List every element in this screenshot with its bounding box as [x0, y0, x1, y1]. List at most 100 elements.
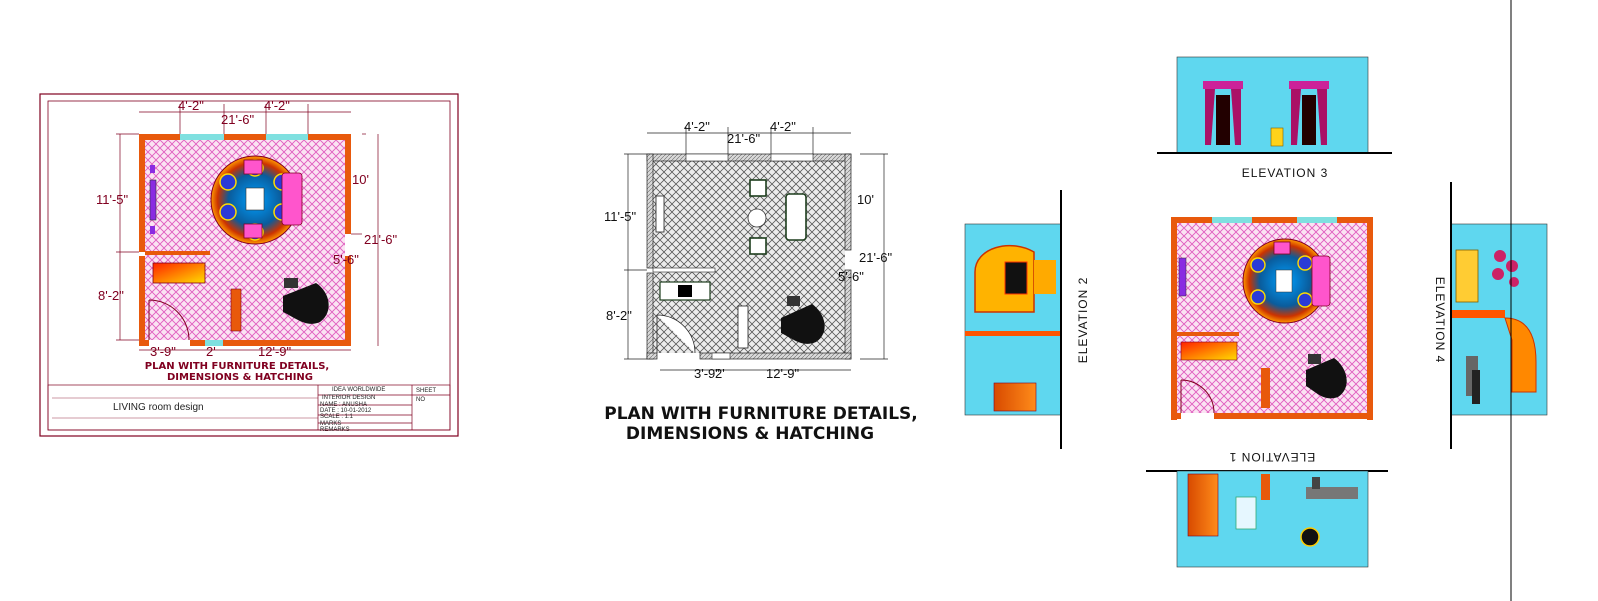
elevation-set-plan-chairs: [1250, 255, 1313, 308]
elevation-4-arch: [1504, 317, 1537, 393]
title-block-date: DATE : 10-01-2012: [320, 408, 372, 414]
elevation-4-flowers: [1492, 250, 1519, 287]
elevation-set-plan-window-right: [1297, 217, 1337, 223]
sheet-1-outer-border: [39, 93, 459, 437]
elevation-set-plan-console: [1180, 341, 1238, 361]
plan-2-bench: [737, 305, 749, 349]
elevation-2-tv: [1004, 261, 1028, 295]
sheet-1-walls: [139, 134, 351, 346]
title-block-marks: MARKS: [320, 421, 341, 427]
elevation-2-shelf: [965, 331, 1061, 336]
sheet-1-dim-top-left: 4'-2": [178, 98, 204, 113]
plan-2-caption-line1: PLAN WITH FURNITURE DETAILS,: [604, 404, 918, 424]
sheet-1-dim-bottom-right: 12'-9": [258, 344, 292, 359]
plan-2-piano-stool: [787, 296, 800, 306]
plan-2-door: [656, 314, 696, 354]
elevation-1-lamp: [1300, 527, 1320, 547]
plan-2-table: [747, 208, 767, 228]
title-block-company-line1: IDEA WORLDWIDE: [332, 387, 385, 393]
plan-2-dim-bottom-mid: 2': [715, 366, 725, 381]
plan-2-walls: [646, 153, 852, 360]
plan-2-window-left: [685, 153, 729, 162]
plan-2-dim-right-upper: 10': [857, 192, 874, 207]
sheet-1-speaker-top: [150, 165, 155, 173]
sheet-1-window-right: [266, 134, 308, 140]
elevation-set-plan-door: [1180, 379, 1215, 414]
elevation-4-label: ELEVATION 4: [1433, 277, 1447, 364]
plan-2-window-right: [770, 153, 814, 162]
sheet-1-bench: [230, 288, 242, 332]
elevation-3-label: ELEVATION 3: [1242, 166, 1329, 180]
title-block-project-name: LIVING room design: [113, 402, 204, 413]
plan-2-dim-right-lower: 5'-6": [838, 269, 864, 284]
elevation-4-piano: [1466, 356, 1480, 404]
elevation-set-plan-window-left: [1212, 217, 1252, 223]
sheet-1-dim-top-overall: 21'-6": [221, 112, 255, 127]
sheet-1-dim-right-lower: 5'-6": [333, 252, 359, 267]
plan-2-tv-unit: [655, 195, 665, 233]
plan-2-seating: [749, 179, 807, 255]
sheet-1-console: [152, 262, 206, 284]
title-block-sheet-no: NO: [416, 397, 425, 403]
plan-2-dimension-lines: [624, 127, 888, 371]
plan-2-dim-bottom-left: 3'-9": [694, 366, 720, 381]
elevation-3-curtains: [1203, 81, 1329, 145]
sheet-1-caption-line1: PLAN WITH FURNITURE DETAILS,: [145, 361, 329, 372]
plan-2-dim-top-overall: 21'-6": [727, 131, 761, 146]
sheet-1-dimension-lines: [116, 104, 379, 351]
plan-2-dim-bottom-right: 12'-9": [766, 366, 800, 381]
elevation-1-mirror: [1235, 496, 1257, 530]
elevation-2-cabinet: [1034, 260, 1056, 294]
elevation-set-plan-sofa: [1273, 241, 1331, 307]
elevation-1-door: [1187, 473, 1219, 537]
sheet-1-dim-bottom-mid: 2': [206, 344, 216, 359]
title-block-company-line2: INTERIOR DESIGN: [322, 395, 375, 401]
plan-2-dim-right-overall: 21'-6": [859, 250, 893, 265]
elevation-set-plan-table: [1275, 269, 1293, 293]
sheet-1-dim-right-overall: 21'-6": [364, 232, 398, 247]
sheet-1-title-block: [47, 384, 451, 431]
elevation-set-plan-piano: [1306, 358, 1347, 399]
elevation-3-chair: [1270, 127, 1284, 147]
sheet-1-sofa: [243, 159, 303, 239]
plan-2-dim-top-left: 4'-2": [684, 119, 710, 134]
plan-2-grand-piano: [781, 304, 825, 344]
sheet-1-dim-top-right: 4'-2": [264, 98, 290, 113]
plan-2-dim-left-lower: 8'-2": [606, 308, 632, 323]
sheet-1-window-left: [180, 134, 224, 140]
sheet-1-dim-left-upper: 11'-5": [96, 192, 129, 207]
sheet-1-dim-left-lower: 8'-2": [98, 288, 124, 303]
elevation-1-label: ELEVATION 1: [1229, 450, 1316, 464]
sheet-1-window-bottom: [205, 340, 223, 346]
elevation-1-piano: [1306, 477, 1358, 499]
elevation-set-plan-tv-unit: [1178, 257, 1187, 297]
plan-2-dim-left-upper: 11'-5": [604, 209, 637, 224]
plan-2-caption-line2: DIMENSIONS & HATCHING: [626, 424, 874, 444]
sheet-1-dim-right-upper: 10': [352, 172, 369, 187]
elevation-2-console: [993, 382, 1037, 412]
elevation-4-shelf: [1451, 310, 1505, 318]
title-block-remarks: REMARKS: [320, 427, 350, 433]
title-block-sheet-label: SHEET: [416, 388, 436, 394]
title-block-scale: SCALE : 1:1: [320, 414, 354, 420]
sheet-1-grand-piano: [283, 283, 329, 324]
sheet-1-tv-unit: [149, 179, 157, 221]
plan-2: 4'-2" 4'-2" 21'-6" 11'-5" 8'-2" 10' 21'-…: [604, 119, 918, 444]
sheet-1-piano-stool: [284, 278, 298, 288]
elevation-4-cabinet: [1455, 249, 1479, 303]
elevation-set-plan-bench: [1261, 368, 1270, 408]
sheet-1-coffee-table: [245, 187, 265, 211]
sheet-1-partition: [145, 251, 210, 255]
plan-2-partition: [652, 267, 716, 273]
sheet-1-speaker-bottom: [150, 226, 155, 234]
elevation-set-plan-piano-stool: [1308, 354, 1321, 364]
plan-2-console-inner: [678, 285, 692, 297]
plan-2-dim-top-right: 4'-2": [770, 119, 796, 134]
elevation-set: ELEVATION 3 ELEVATION 2: [964, 56, 1548, 568]
sheet-1-dim-bottom-left: 3'-9": [150, 344, 176, 359]
title-block-name: NAME : ANUSHA: [320, 402, 367, 408]
elevation-1-bench: [1261, 474, 1270, 500]
elevation-2-label: ELEVATION 2: [1076, 277, 1090, 364]
sheet-1-caption-line2: DIMENSIONS & HATCHING: [167, 372, 313, 383]
